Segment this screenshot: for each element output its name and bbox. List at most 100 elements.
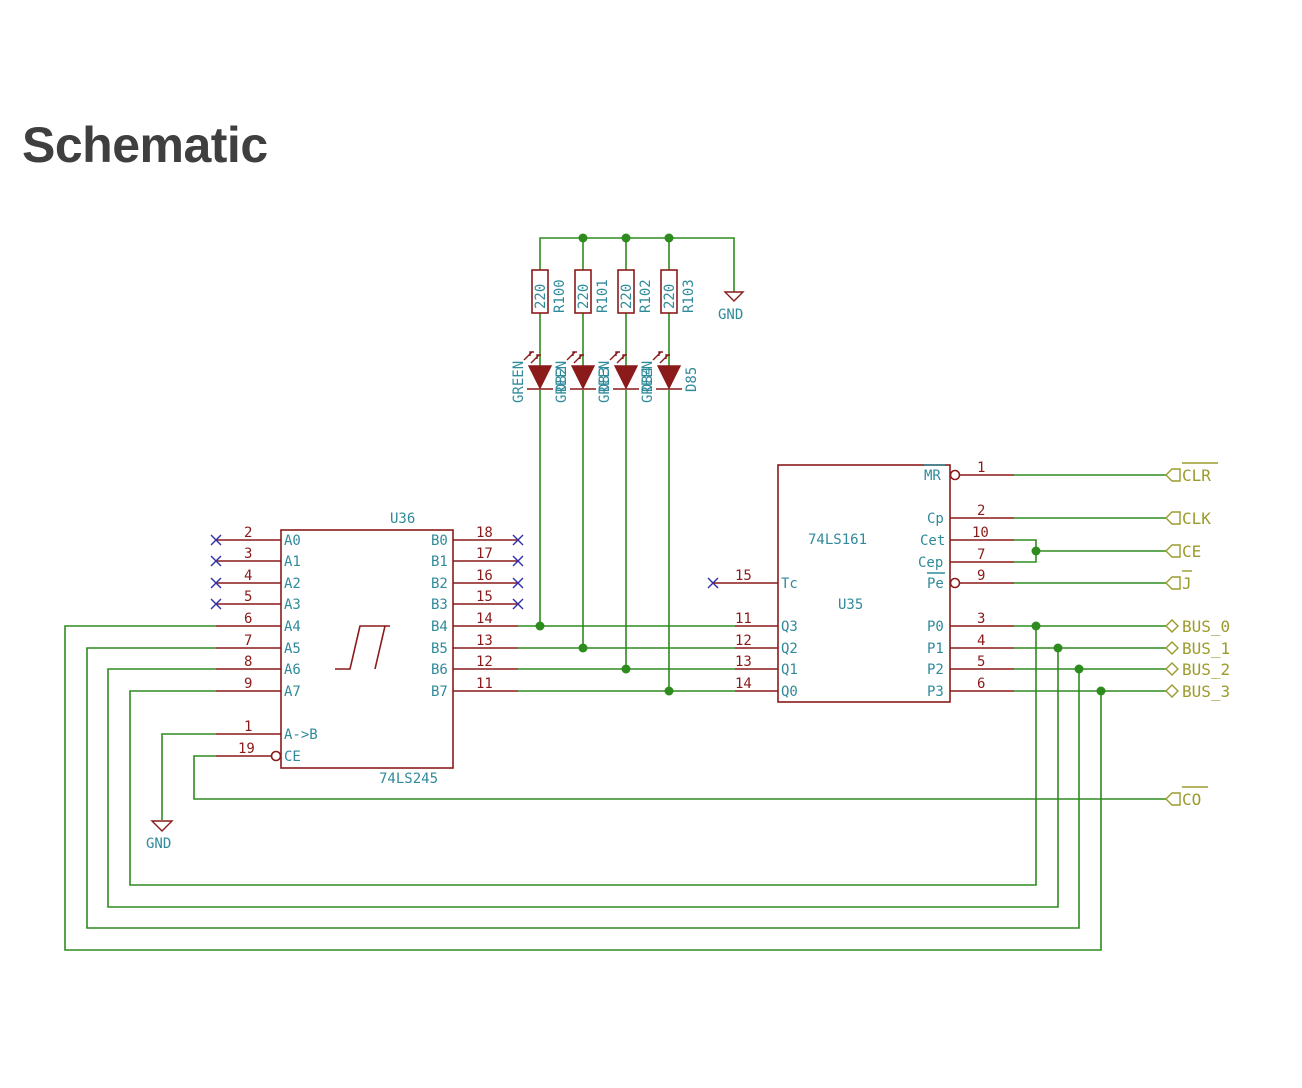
pin-number: 19 [238, 741, 255, 757]
pin-number: 10 [972, 525, 989, 541]
pin-number: 9 [244, 676, 252, 692]
pin-name: Tc [781, 576, 798, 592]
pin-name: B4 [431, 619, 448, 635]
pin-name: A2 [284, 576, 301, 592]
pin-name: Q3 [781, 619, 798, 635]
pin-number: 5 [977, 654, 985, 670]
pin-number: 17 [476, 546, 493, 562]
port-label: CO [1182, 790, 1201, 809]
pin-name: A4 [284, 619, 301, 635]
ic-ref: U36 [390, 511, 415, 527]
led-value: GREEN [511, 361, 527, 403]
pin-number: 8 [244, 654, 252, 670]
port-label: BUS_0 [1182, 617, 1230, 636]
pin-number: 6 [244, 611, 252, 627]
pin-name: B2 [431, 576, 448, 592]
port-clr: CLR [1165, 462, 1218, 485]
port-ce: CE [1165, 542, 1201, 561]
u36-left-pins: 2 3 4 5 6 7 8 9 1 19 A0 A1 A2 A3 A4 A5 A… [216, 525, 318, 765]
pin-name: B7 [431, 684, 448, 700]
led-value: GREEN [597, 361, 613, 403]
port-label: J [1182, 574, 1192, 593]
pin-number: 13 [735, 654, 752, 670]
pin-number: 15 [735, 568, 752, 584]
pin-name: A0 [284, 533, 301, 549]
led-value: GREEN [640, 361, 656, 403]
pin-name: B0 [431, 533, 448, 549]
pin-name: B1 [431, 554, 448, 570]
pin-number: 12 [735, 633, 752, 649]
pin-name: P0 [927, 619, 944, 635]
ic-value: 74LS161 [808, 532, 867, 548]
pin-name: A6 [284, 662, 301, 678]
port-bus3: BUS_3 [1165, 682, 1230, 701]
port-j: J [1165, 570, 1192, 593]
port-bus0: BUS_0 [1165, 617, 1230, 636]
pin-number: 11 [735, 611, 752, 627]
port-bus1: BUS_1 [1165, 639, 1230, 658]
pin-number: 12 [476, 654, 493, 670]
pin-name: Cep [918, 555, 943, 571]
pin-number: 9 [977, 568, 985, 584]
ports: CLR CLK CE J BUS_0 BUS_1 BUS_2 [1165, 462, 1230, 809]
resistor-ref: R101 [595, 279, 611, 313]
pin-number: 16 [476, 568, 493, 584]
gnd-label: GND [718, 307, 743, 323]
led-ref: D83 [597, 367, 613, 392]
ic-ref: U35 [838, 597, 863, 613]
pin-name: Pe [927, 576, 944, 592]
pin-name: Q2 [781, 641, 798, 657]
pin-name: P1 [927, 641, 944, 657]
resistor-value: 220 [533, 284, 549, 309]
led-d85: GREEN D84 D85 [640, 351, 700, 403]
pin-number: 13 [476, 633, 493, 649]
led-d82: GREEN [511, 351, 553, 403]
pin-number: 15 [476, 589, 493, 605]
resistor-r100: 220 R100 [531, 269, 568, 314]
pin-name: P2 [927, 662, 944, 678]
pin-name: A5 [284, 641, 301, 657]
ic-u35: 74LS161 U35 15 11 12 13 14 Tc Q3 Q2 Q1 Q… [713, 460, 1014, 703]
page-title: Schematic [22, 117, 268, 173]
pin-number: 4 [977, 633, 985, 649]
resistor-ref: R103 [681, 279, 697, 313]
pin-number: 5 [244, 589, 252, 605]
pin-name: Cet [920, 533, 945, 549]
u35-right-pins: 1 2 10 7 9 3 4 5 6 MR Cp Cet Cep Pe P0 P… [918, 460, 1014, 700]
pin-number: 2 [977, 503, 985, 519]
u35-left-pins: 15 11 12 13 14 Tc Q3 Q2 Q1 Q0 [713, 568, 798, 700]
led-ref: D84 [640, 367, 656, 392]
gnd-label: GND [146, 836, 171, 852]
pin-name: A->B [284, 727, 318, 743]
resistor-r101: 220 R101 [574, 269, 611, 314]
pin-name: A1 [284, 554, 301, 570]
gnd-symbol-bottom: GND [146, 820, 174, 852]
pin-name: A3 [284, 597, 301, 613]
pin-number: 1 [244, 719, 252, 735]
port-clk: CLK [1165, 509, 1211, 528]
resistor-value: 220 [619, 284, 635, 309]
resistor-r102: 220 R102 [617, 269, 654, 314]
pin-name: A7 [284, 684, 301, 700]
pin-number: 3 [977, 611, 985, 627]
ic-value: 74LS245 [379, 771, 438, 787]
pin-name: MR [924, 468, 941, 484]
port-label: CE [1182, 542, 1201, 561]
resistor-value: 220 [576, 284, 592, 309]
resistor-r103: 220 R103 [660, 269, 697, 314]
junctions [535, 233, 1106, 696]
port-label: BUS_3 [1182, 682, 1230, 701]
pin-name: P3 [927, 684, 944, 700]
led-value: GREEN [554, 361, 570, 403]
port-label: BUS_1 [1182, 639, 1230, 658]
pin-name: CE [284, 749, 301, 765]
pin-name: Q0 [781, 684, 798, 700]
wires [64, 237, 1166, 951]
pin-name: Cp [927, 511, 944, 527]
pin-number: 3 [244, 546, 252, 562]
led-ref: D85 [684, 367, 700, 392]
pin-name: Q1 [781, 662, 798, 678]
resistor-value: 220 [662, 284, 678, 309]
pin-number: 7 [977, 547, 985, 563]
pin-number: 6 [977, 676, 985, 692]
